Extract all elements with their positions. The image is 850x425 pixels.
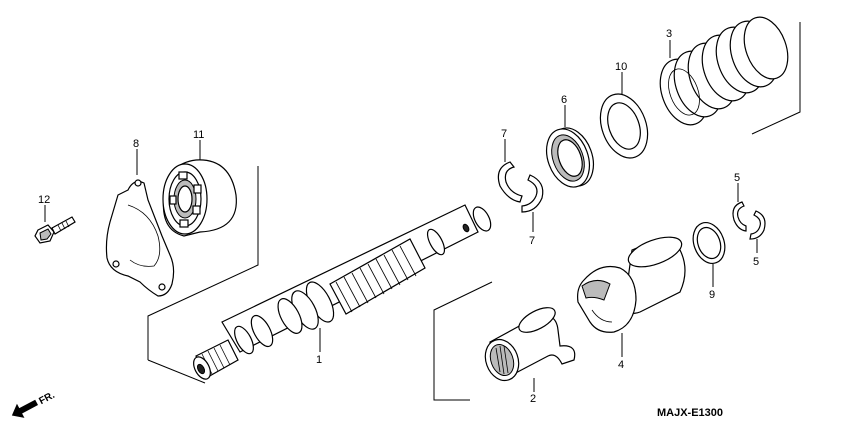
part-bolt: [34, 216, 76, 244]
part-washer: [599, 93, 649, 159]
part-small-snap-rings: [732, 201, 766, 240]
guide-frame-right: [751, 22, 801, 135]
callout-4: 4: [618, 359, 624, 371]
callout-7-lower: 7: [529, 235, 535, 247]
callout-10: 10: [615, 61, 627, 73]
callout-11: 11: [193, 129, 204, 141]
part-main-shaft: [193, 204, 492, 380]
part-thin-washer: [692, 222, 726, 264]
callout-5-upper: 5: [734, 172, 740, 184]
callout-7-upper: 7: [501, 128, 507, 140]
leader-lines: [44, 40, 758, 392]
callout-9: 9: [709, 289, 715, 301]
callout-5-lower: 5: [753, 256, 759, 268]
part-oil-seal: [545, 127, 595, 188]
callout-3: 3: [666, 28, 672, 40]
callout-12: 12: [38, 194, 50, 206]
callout-1: 1: [316, 354, 322, 366]
callout-8: 8: [133, 138, 139, 150]
callout-2: 2: [530, 393, 536, 405]
part-snap-rings: [497, 161, 544, 213]
guide-frame-left: [147, 166, 259, 384]
front-direction-label: FR.: [37, 390, 57, 407]
front-direction-arrow: FR.: [11, 390, 57, 418]
part-flanged-collar: [577, 236, 686, 333]
guide-frame-bottom: [433, 281, 493, 401]
drawing-code: MAJX-E1300: [657, 407, 723, 419]
part-bracket-plate: [105, 179, 175, 297]
part-ball-bearing: [162, 159, 237, 237]
part-coil-spring: [659, 16, 789, 126]
callout-labels: 1 2 3 4 5 5 6 7 7 8 9 10 11 12: [38, 28, 759, 405]
part-needle-sleeve: [484, 307, 576, 382]
callout-6: 6: [561, 94, 567, 106]
